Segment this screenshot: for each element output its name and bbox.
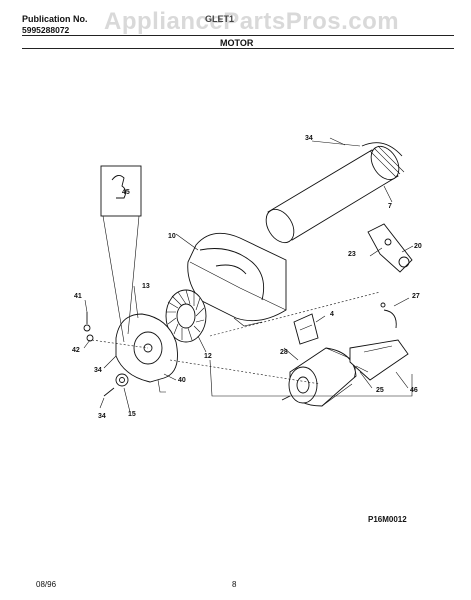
callout-40: 40 xyxy=(178,377,186,384)
screw-part-41[interactable] xyxy=(83,312,91,332)
callout-10: 10 xyxy=(168,233,176,240)
figure-code: P16M0012 xyxy=(368,515,407,524)
callout-46: 46 xyxy=(410,387,418,394)
callout-45: 45 xyxy=(122,189,130,196)
callout-27: 27 xyxy=(412,293,420,300)
clip-part-27[interactable] xyxy=(380,302,397,329)
model-number: GLET1 xyxy=(205,14,235,24)
duct-clamp-part-34[interactable] xyxy=(311,140,403,157)
callout-25: 25 xyxy=(376,387,384,394)
callout-34-bottom: 34 xyxy=(98,413,106,420)
thermostat-part-15[interactable] xyxy=(103,373,129,397)
publication-number: 5995288072 xyxy=(22,25,70,35)
callout-15: 15 xyxy=(128,411,136,418)
washer-part-42[interactable] xyxy=(86,334,94,342)
callout-12: 12 xyxy=(204,353,212,360)
header-divider xyxy=(22,35,454,36)
section-title: MOTOR xyxy=(220,38,254,48)
blower-cover-part-13[interactable] xyxy=(115,313,178,393)
publication-label: Publication No. xyxy=(22,14,88,24)
idler-bracket-part-23[interactable] xyxy=(367,223,413,273)
callout-4: 4 xyxy=(330,311,334,318)
seal-part-45[interactable] xyxy=(100,165,142,343)
callout-34-middle: 34 xyxy=(94,367,102,374)
blower-wheel-part-12[interactable] xyxy=(165,289,207,343)
callout-28: 28 xyxy=(280,349,288,356)
title-divider xyxy=(22,48,454,49)
callout-23: 23 xyxy=(348,251,356,258)
exhaust-duct-part-7[interactable] xyxy=(260,141,405,247)
callout-41: 41 xyxy=(74,293,82,300)
callout-13: 13 xyxy=(142,283,150,290)
callout-42: 42 xyxy=(72,347,80,354)
blower-housing-part-10[interactable] xyxy=(187,232,287,327)
drive-motor-part-28[interactable] xyxy=(281,347,357,407)
page-number: 8 xyxy=(232,580,237,589)
motor-bracket-part-4[interactable] xyxy=(293,313,319,345)
callout-34-top: 34 xyxy=(305,135,313,142)
motor-mount-part-46[interactable] xyxy=(349,339,409,381)
watermark: AppliancePartsPros.com xyxy=(104,8,400,35)
revision-date: 08/96 xyxy=(36,580,57,589)
callout-7: 7 xyxy=(388,203,392,210)
callout-20: 20 xyxy=(414,243,422,250)
